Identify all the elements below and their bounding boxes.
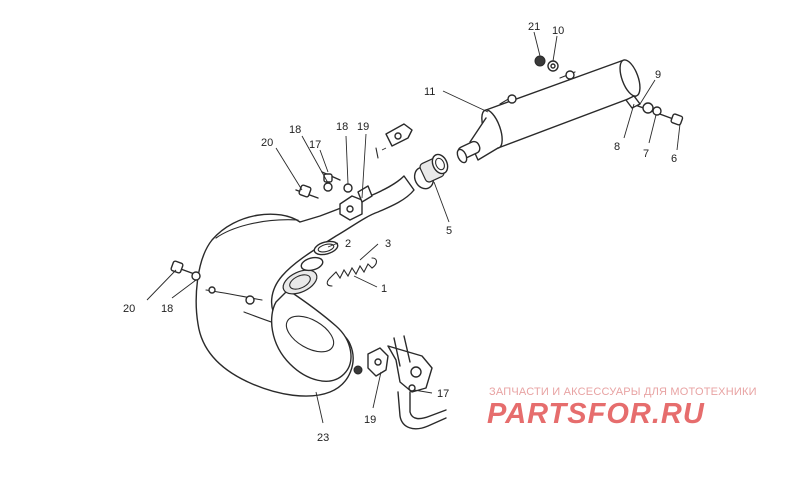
callout-6: 6: [671, 153, 677, 165]
leader-lines: [146, 31, 681, 424]
watermark-caption: ЗАПЧАСТИ И АКСЕССУАРЫ ДЛЯ МОТОТЕХНИКИ: [489, 386, 757, 398]
callout-5: 5: [446, 225, 452, 237]
callout-7: 7: [643, 148, 649, 160]
callout-19-lower: 19: [364, 414, 376, 426]
callout-8: 8: [614, 141, 620, 153]
spring-part: [326, 257, 378, 287]
header-mount-part: [339, 185, 373, 221]
callout-20-lower: 20: [123, 303, 135, 315]
callout-18-upper-right: 18: [336, 121, 348, 133]
callout-3: 3: [385, 238, 391, 250]
callout-1: 1: [381, 283, 387, 295]
callout-10: 10: [552, 25, 564, 37]
lower-bracket-part: [353, 347, 389, 377]
coupling-sleeve-part: [413, 153, 449, 190]
lower-mount-part: [387, 335, 447, 430]
callout-9: 9: [655, 69, 661, 81]
upper-bracket-part: [375, 123, 413, 159]
gasket-part: [300, 256, 324, 272]
silencer-part: [456, 59, 641, 164]
silencer-nut-part: [534, 55, 559, 72]
callout-2: 2: [345, 238, 351, 250]
callout-17-upper: 17: [309, 139, 321, 151]
callout-18-lower: 18: [161, 303, 173, 315]
callout-18-upper-left: 18: [289, 124, 301, 136]
callout-labels: 21 10 11 9 8 7 6 5 20 18 17 18 19 2 3 1 …: [123, 21, 677, 444]
callout-20-upper: 20: [261, 137, 273, 149]
header-pipe-part: [195, 175, 415, 397]
callout-21: 21: [528, 21, 540, 33]
watermark-logo: PARTSFOR.RU: [487, 398, 705, 430]
o-ring-part: [313, 240, 339, 256]
callout-17-lower: 17: [437, 388, 449, 400]
callout-19-upper: 19: [357, 121, 369, 133]
callout-23: 23: [317, 432, 329, 444]
upper-bolts-part: [295, 171, 353, 199]
left-bolt-part: [170, 260, 201, 281]
callout-11: 11: [424, 86, 435, 98]
